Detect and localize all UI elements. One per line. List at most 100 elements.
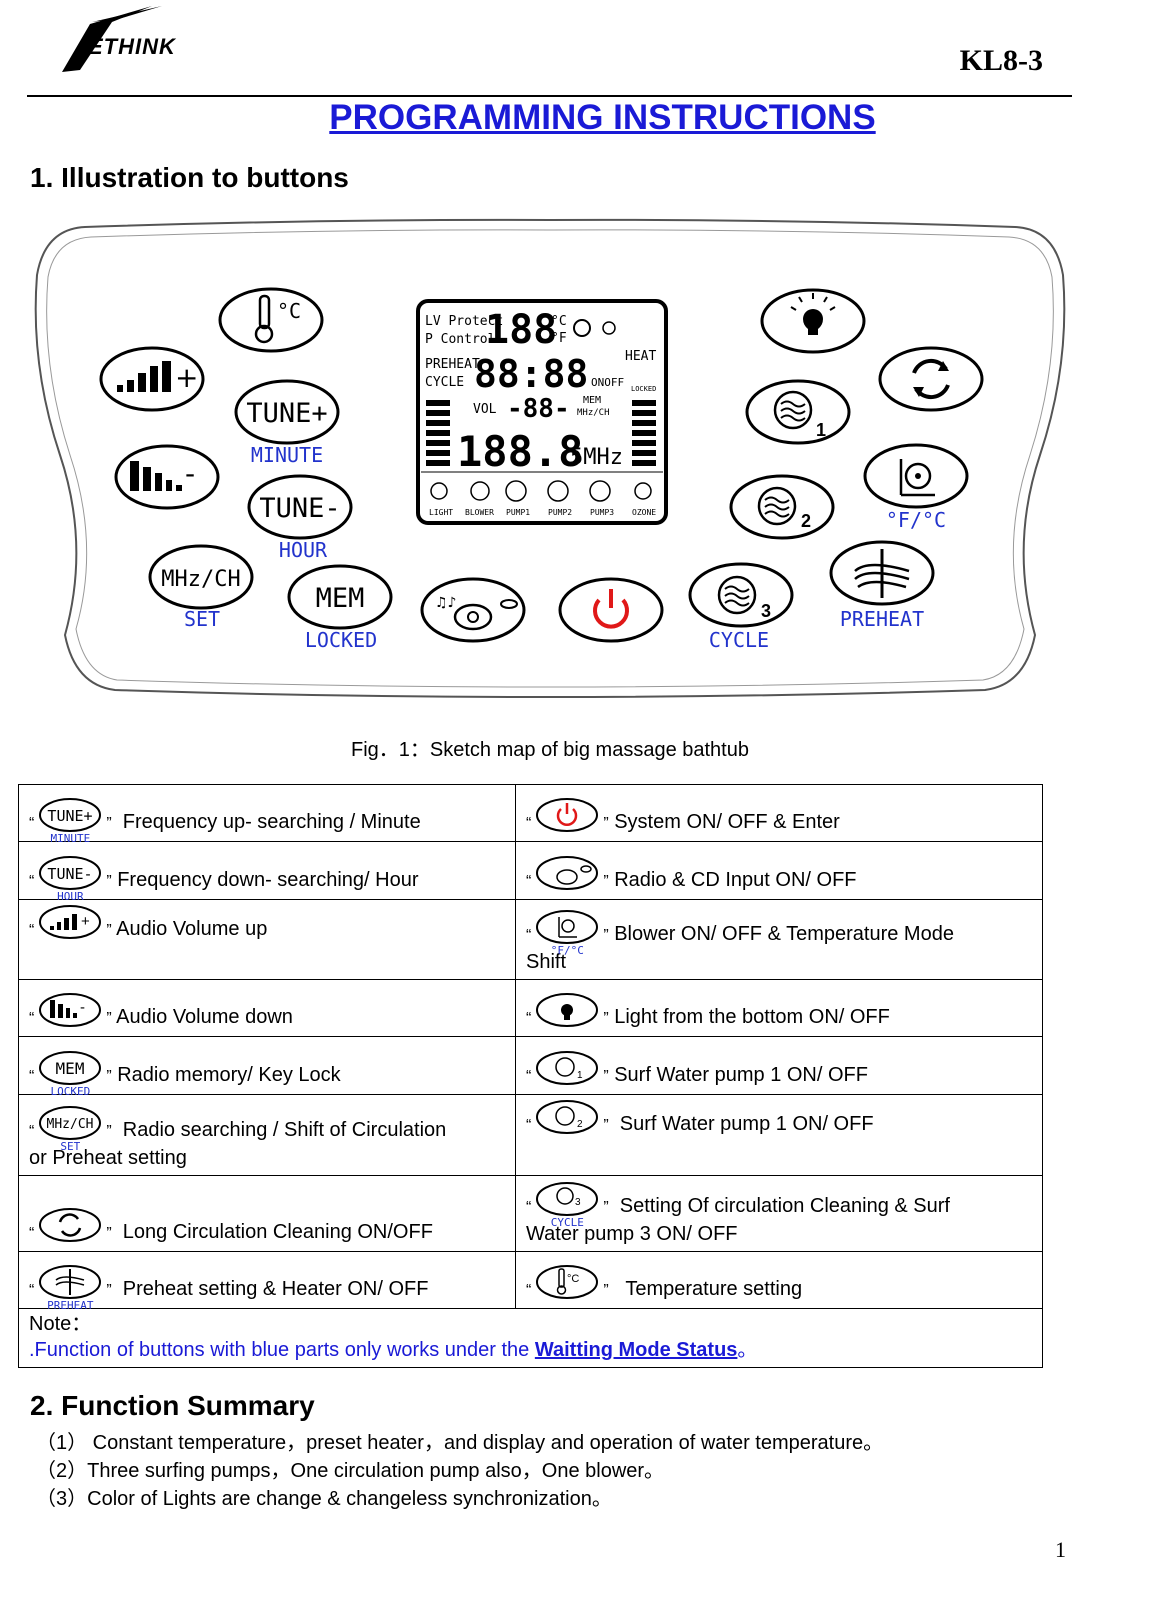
svg-text:MINUTE: MINUTE <box>251 443 323 467</box>
svg-text:°F: °F <box>551 331 567 346</box>
table-cell: Water pump 3 ON/ OFF <box>526 1223 738 1245</box>
panel-outline <box>34 218 1066 699</box>
table-cell: Surf Water pump 1 ON/ OFF <box>614 1064 868 1086</box>
summary-item: （1） Constant temperature，preset heater，a… <box>36 1432 884 1454</box>
blower-button <box>863 443 969 509</box>
thermometer-icon: °C <box>535 1264 599 1304</box>
svg-text:TUNE-: TUNE- <box>48 865 93 883</box>
table-cell: Light from the bottom ON/ OFF <box>614 1006 890 1028</box>
table-row: “PREHEAT” Preheat setting & Heater ON/ O… <box>18 1251 1043 1312</box>
pump3-button: 3 <box>688 562 794 628</box>
table-cell: or Preheat setting <box>29 1147 187 1169</box>
tune-plus-label: TUNE+ <box>246 398 327 429</box>
power-button <box>558 577 664 643</box>
svg-text:MHz/CH: MHz/CH <box>161 567 240 592</box>
svg-text:PUMP1: PUMP1 <box>506 508 530 517</box>
svg-text:SET: SET <box>184 607 220 631</box>
volume-up-icon: + <box>38 904 102 944</box>
svg-text:MEM: MEM <box>583 395 601 406</box>
volume-up-button: + <box>99 346 205 412</box>
tune-plus-icon: TUNE+MINUTE <box>38 797 102 845</box>
svg-text:OZONE: OZONE <box>632 508 656 517</box>
svg-text:1: 1 <box>816 420 826 440</box>
table-cell: Blower ON/ OFF & Temperature Mode <box>614 923 954 945</box>
table-row: “TUNE-HOUR” Frequency down- searching/ H… <box>18 841 1043 903</box>
pump1-button: 1 <box>745 379 851 445</box>
model-number: KL8-3 <box>959 44 1043 77</box>
svg-text:LIGHT: LIGHT <box>429 508 453 517</box>
svg-text:PREHEAT: PREHEAT <box>840 607 924 631</box>
svg-text:HOUR: HOUR <box>279 538 328 562</box>
svg-text:2: 2 <box>577 1119 583 1130</box>
header-rule <box>27 95 1072 97</box>
pump2-button: 2 <box>729 474 835 540</box>
svg-text:188.8: 188.8 <box>457 427 583 476</box>
svg-text:188: 188 <box>485 307 557 353</box>
table-cell: Frequency up- searching / Minute <box>122 811 421 833</box>
svg-text:ONOFF: ONOFF <box>591 376 624 389</box>
svg-text:1: 1 <box>577 1070 583 1081</box>
svg-text:LV Protect: LV Protect <box>425 314 503 329</box>
table-cell: Radio searching / Shift of Circulation <box>122 1119 447 1141</box>
table-cell: Long Circulation Cleaning ON/OFF <box>122 1221 433 1243</box>
pump2-icon: 2 <box>535 1099 599 1139</box>
button-function-table: “TUNE+MINUTE” Frequency up- searching / … <box>18 784 1043 1368</box>
tune-minus-icon: TUNE-HOUR <box>38 855 102 903</box>
svg-text:PREHEAT: PREHEAT <box>425 357 480 372</box>
lcd-display: LV Protect P Control 188 °C °F HEAT PREH… <box>416 299 668 525</box>
light-icon <box>535 992 599 1032</box>
preheat-icon: PREHEAT <box>38 1264 102 1312</box>
table-cell: Audio Volume up <box>116 918 268 940</box>
table-cell: Surf Water pump 1 ON/ OFF <box>619 1113 874 1135</box>
svg-text:MEM: MEM <box>56 1059 85 1078</box>
svg-text:3: 3 <box>761 601 771 621</box>
svg-text:♫♪: ♫♪ <box>435 595 457 611</box>
table-row: “-” Audio Volume down “” Light from the … <box>18 979 1043 1037</box>
control-panel-illustration: °C + - TUNE+ MINUTE TUNE- HOUR MHz/CH SE… <box>34 218 1066 699</box>
table-cell: Audio Volume down <box>116 1006 293 1028</box>
svg-text:MEM: MEM <box>316 583 365 614</box>
table-cell: Temperature setting <box>625 1278 803 1300</box>
svg-text:°C: °C <box>277 299 301 323</box>
svg-text:PUMP2: PUMP2 <box>548 508 572 517</box>
table-row: “+” Audio Volume up “°F/°C” Blower ON/ O… <box>18 899 1043 980</box>
svg-text:°F/°C: °F/°C <box>886 508 946 532</box>
table-cell: Setting Of circulation Cleaning & Surf <box>619 1195 950 1217</box>
blower-icon: °F/°C <box>535 909 599 957</box>
pump1-icon: 1 <box>535 1050 599 1090</box>
svg-text:-: - <box>80 999 85 1016</box>
volume-down-button: - <box>114 444 220 510</box>
svg-text:PUMP3: PUMP3 <box>590 508 614 517</box>
svg-text:°C: °C <box>551 314 567 329</box>
svg-text:TUNE-: TUNE- <box>259 493 340 524</box>
note-row: Note： .Function of buttons with blue par… <box>18 1308 1043 1368</box>
summary-item: （2）Three surfing pumps，One circulation p… <box>36 1460 665 1482</box>
svg-text:BLOWER: BLOWER <box>465 508 494 517</box>
radio-cd-button: ♫♪ <box>420 577 526 643</box>
table-cell: Radio & CD Input ON/ OFF <box>614 869 857 891</box>
svg-text:MHz/CH: MHz/CH <box>47 1117 94 1132</box>
svg-text:3: 3 <box>575 1197 581 1208</box>
svg-text:CYCLE: CYCLE <box>709 628 769 652</box>
svg-text:-: - <box>185 457 195 490</box>
note-label: Note： <box>29 1313 92 1335</box>
note-text: .Function of buttons with blue parts onl… <box>29 1339 758 1361</box>
svg-text:CYCLE: CYCLE <box>425 375 464 390</box>
temperature-button: °C <box>218 287 324 353</box>
figure-caption: Fig．1：Sketch map of big massage bathtub <box>351 739 749 761</box>
page-title: PROGRAMMING INSTRUCTIONS <box>329 98 876 137</box>
table-cell: Shift <box>526 951 567 973</box>
svg-text:TUNE+: TUNE+ <box>48 807 93 825</box>
svg-text:VOL: VOL <box>473 402 497 417</box>
svg-text:P Control: P Control <box>425 332 495 347</box>
table-cell: Preheat setting & Heater ON/ OFF <box>122 1278 429 1300</box>
svg-text:2: 2 <box>801 511 811 531</box>
ethink-logo: ETHINK <box>52 4 192 74</box>
radio-cd-icon <box>535 855 599 895</box>
circulation-button <box>878 346 984 412</box>
preheat-button <box>829 540 935 606</box>
